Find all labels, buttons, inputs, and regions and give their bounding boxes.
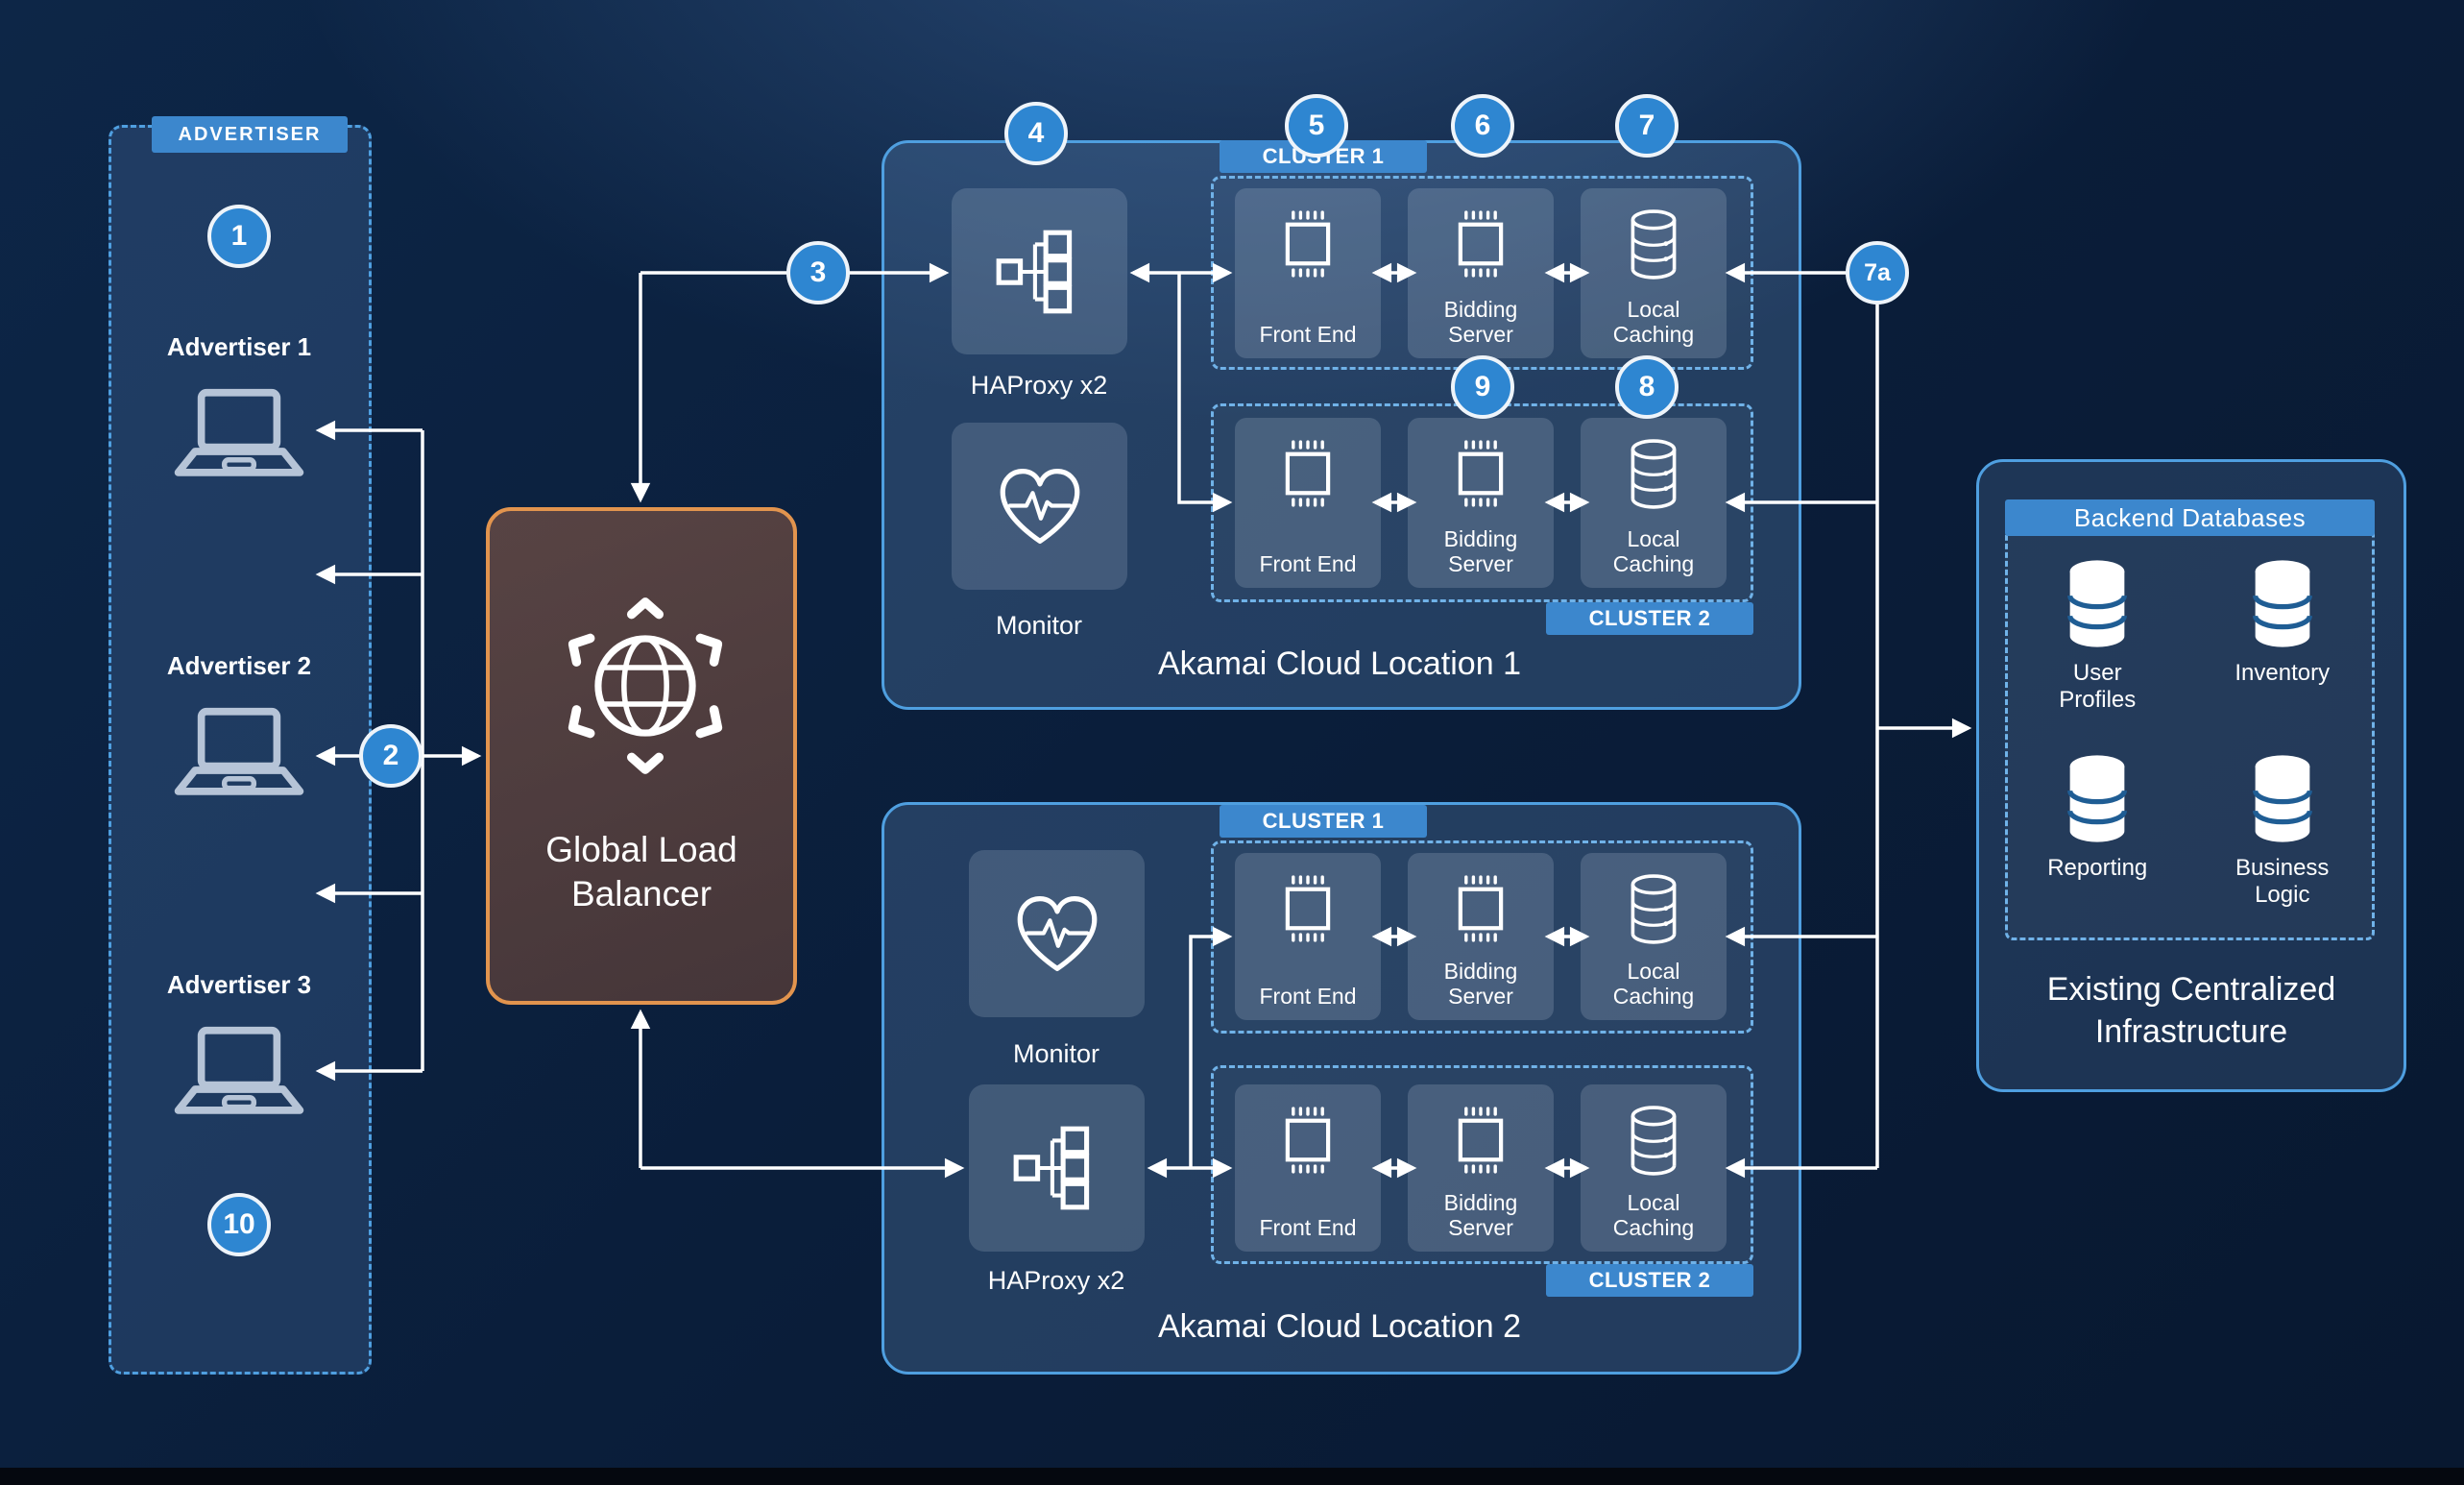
database-icon [2057, 555, 2138, 652]
backend-databases-header: Backend Databases [2005, 499, 2375, 536]
haproxy-label-loc2: HAProxy x2 [987, 1266, 1125, 1295]
advertiser-2-label: Advertiser 2 [166, 651, 312, 680]
badge-10: 10 [207, 1193, 271, 1256]
global-load-balancer-label: Global Load Balancer [545, 830, 737, 914]
database-icon [2057, 750, 2138, 847]
advertiser-panel [109, 125, 372, 1375]
node-local-caching: Local Caching [1581, 188, 1727, 358]
node-label: Bidding Server [1443, 1189, 1518, 1240]
database-cell: Business Logic [2190, 739, 2376, 934]
chip-icon [1271, 1104, 1344, 1177]
badge-3: 3 [786, 241, 850, 304]
database-icon [1623, 872, 1684, 946]
badge-2: 2 [359, 724, 423, 788]
database-icon [1623, 437, 1684, 511]
database-cell: Reporting [2005, 739, 2190, 934]
haproxy-box-loc1 [952, 188, 1127, 354]
haproxy-box-loc2 [969, 1084, 1145, 1252]
chip-icon [1444, 207, 1517, 280]
haproxy-icon [1008, 1119, 1106, 1217]
database-icon [1623, 1104, 1684, 1178]
node-label: Local Caching [1612, 958, 1695, 1009]
badge-9: 9 [1451, 355, 1514, 419]
loc1-title: Akamai Cloud Location 1 [1157, 645, 1521, 682]
node-label: Front End [1259, 321, 1357, 347]
node-label: Front End [1259, 1214, 1357, 1240]
monitor-label-loc1: Monitor [995, 611, 1083, 640]
badge-5: 5 [1285, 94, 1348, 158]
node-front-end: Front End [1235, 853, 1381, 1020]
bottom-edge [0, 1468, 2464, 1485]
node-label: Local Caching [1612, 1189, 1695, 1240]
node-label: Bidding Server [1443, 958, 1518, 1009]
haproxy-label-loc1: HAProxy x2 [970, 371, 1108, 400]
node-front-end: Front End [1235, 1084, 1381, 1252]
chip-icon [1271, 207, 1344, 280]
advertiser-3-label: Advertiser 3 [166, 970, 312, 999]
database-label: Business Logic [2235, 855, 2330, 909]
badge-4: 4 [1004, 102, 1068, 165]
database-icon [2242, 555, 2323, 652]
badge-6: 6 [1451, 94, 1514, 158]
advertiser-panel-tab: ADVERTISER [152, 116, 348, 153]
badge-1: 1 [207, 205, 271, 268]
chip-icon [1444, 437, 1517, 510]
database-label: User Profiles [2059, 660, 2137, 714]
loc2-title: Akamai Cloud Location 2 [1157, 1308, 1521, 1345]
badge-7a: 7a [1846, 241, 1909, 304]
global-load-balancer-box: Global Load Balancer [486, 507, 797, 1005]
node-bidding-server: Bidding Server [1408, 418, 1554, 588]
chip-icon [1271, 872, 1344, 945]
monitor-box-loc2 [969, 850, 1145, 1017]
node-label: Bidding Server [1443, 296, 1518, 347]
database-icon [2242, 750, 2323, 847]
database-label: Inventory [2235, 660, 2331, 686]
badge-8: 8 [1615, 355, 1679, 419]
monitor-box-loc1 [952, 423, 1127, 590]
monitor-label-loc2: Monitor [1012, 1039, 1100, 1068]
node-local-caching: Local Caching [1581, 1084, 1727, 1252]
advertiser-1-label: Advertiser 1 [166, 332, 312, 361]
chip-icon [1444, 872, 1517, 945]
node-label: Front End [1259, 550, 1357, 576]
centralized-infrastructure-box [1976, 459, 2406, 1092]
monitor-icon [990, 461, 1090, 552]
monitor-icon [1007, 889, 1107, 980]
node-label: Front End [1259, 983, 1357, 1009]
database-grid: User Profiles Inventory Reporting Busine… [2005, 544, 2375, 934]
node-bidding-server: Bidding Server [1408, 1084, 1554, 1252]
loc1-cluster2-tab: CLUSTER 2 [1546, 602, 1753, 635]
database-label: Reporting [2047, 855, 2148, 881]
globe-icon [554, 595, 737, 777]
database-cell: Inventory [2190, 544, 2376, 739]
chip-icon [1444, 1104, 1517, 1177]
database-cell: User Profiles [2005, 544, 2190, 739]
haproxy-icon [991, 223, 1089, 321]
node-bidding-server: Bidding Server [1408, 188, 1554, 358]
node-bidding-server: Bidding Server [1408, 853, 1554, 1020]
database-icon [1623, 207, 1684, 281]
node-local-caching: Local Caching [1581, 418, 1727, 588]
node-front-end: Front End [1235, 418, 1381, 588]
loc2-cluster2-tab: CLUSTER 2 [1546, 1264, 1753, 1297]
node-label: Local Caching [1612, 296, 1695, 347]
chip-icon [1271, 437, 1344, 510]
node-local-caching: Local Caching [1581, 853, 1727, 1020]
node-front-end: Front End [1235, 188, 1381, 358]
node-label: Local Caching [1612, 525, 1695, 576]
node-label: Bidding Server [1443, 525, 1518, 576]
centralized-infrastructure-title: Existing Centralized Infrastructure [2046, 971, 2336, 1051]
badge-7: 7 [1615, 94, 1679, 158]
loc2-cluster1-tab: CLUSTER 1 [1220, 805, 1427, 838]
